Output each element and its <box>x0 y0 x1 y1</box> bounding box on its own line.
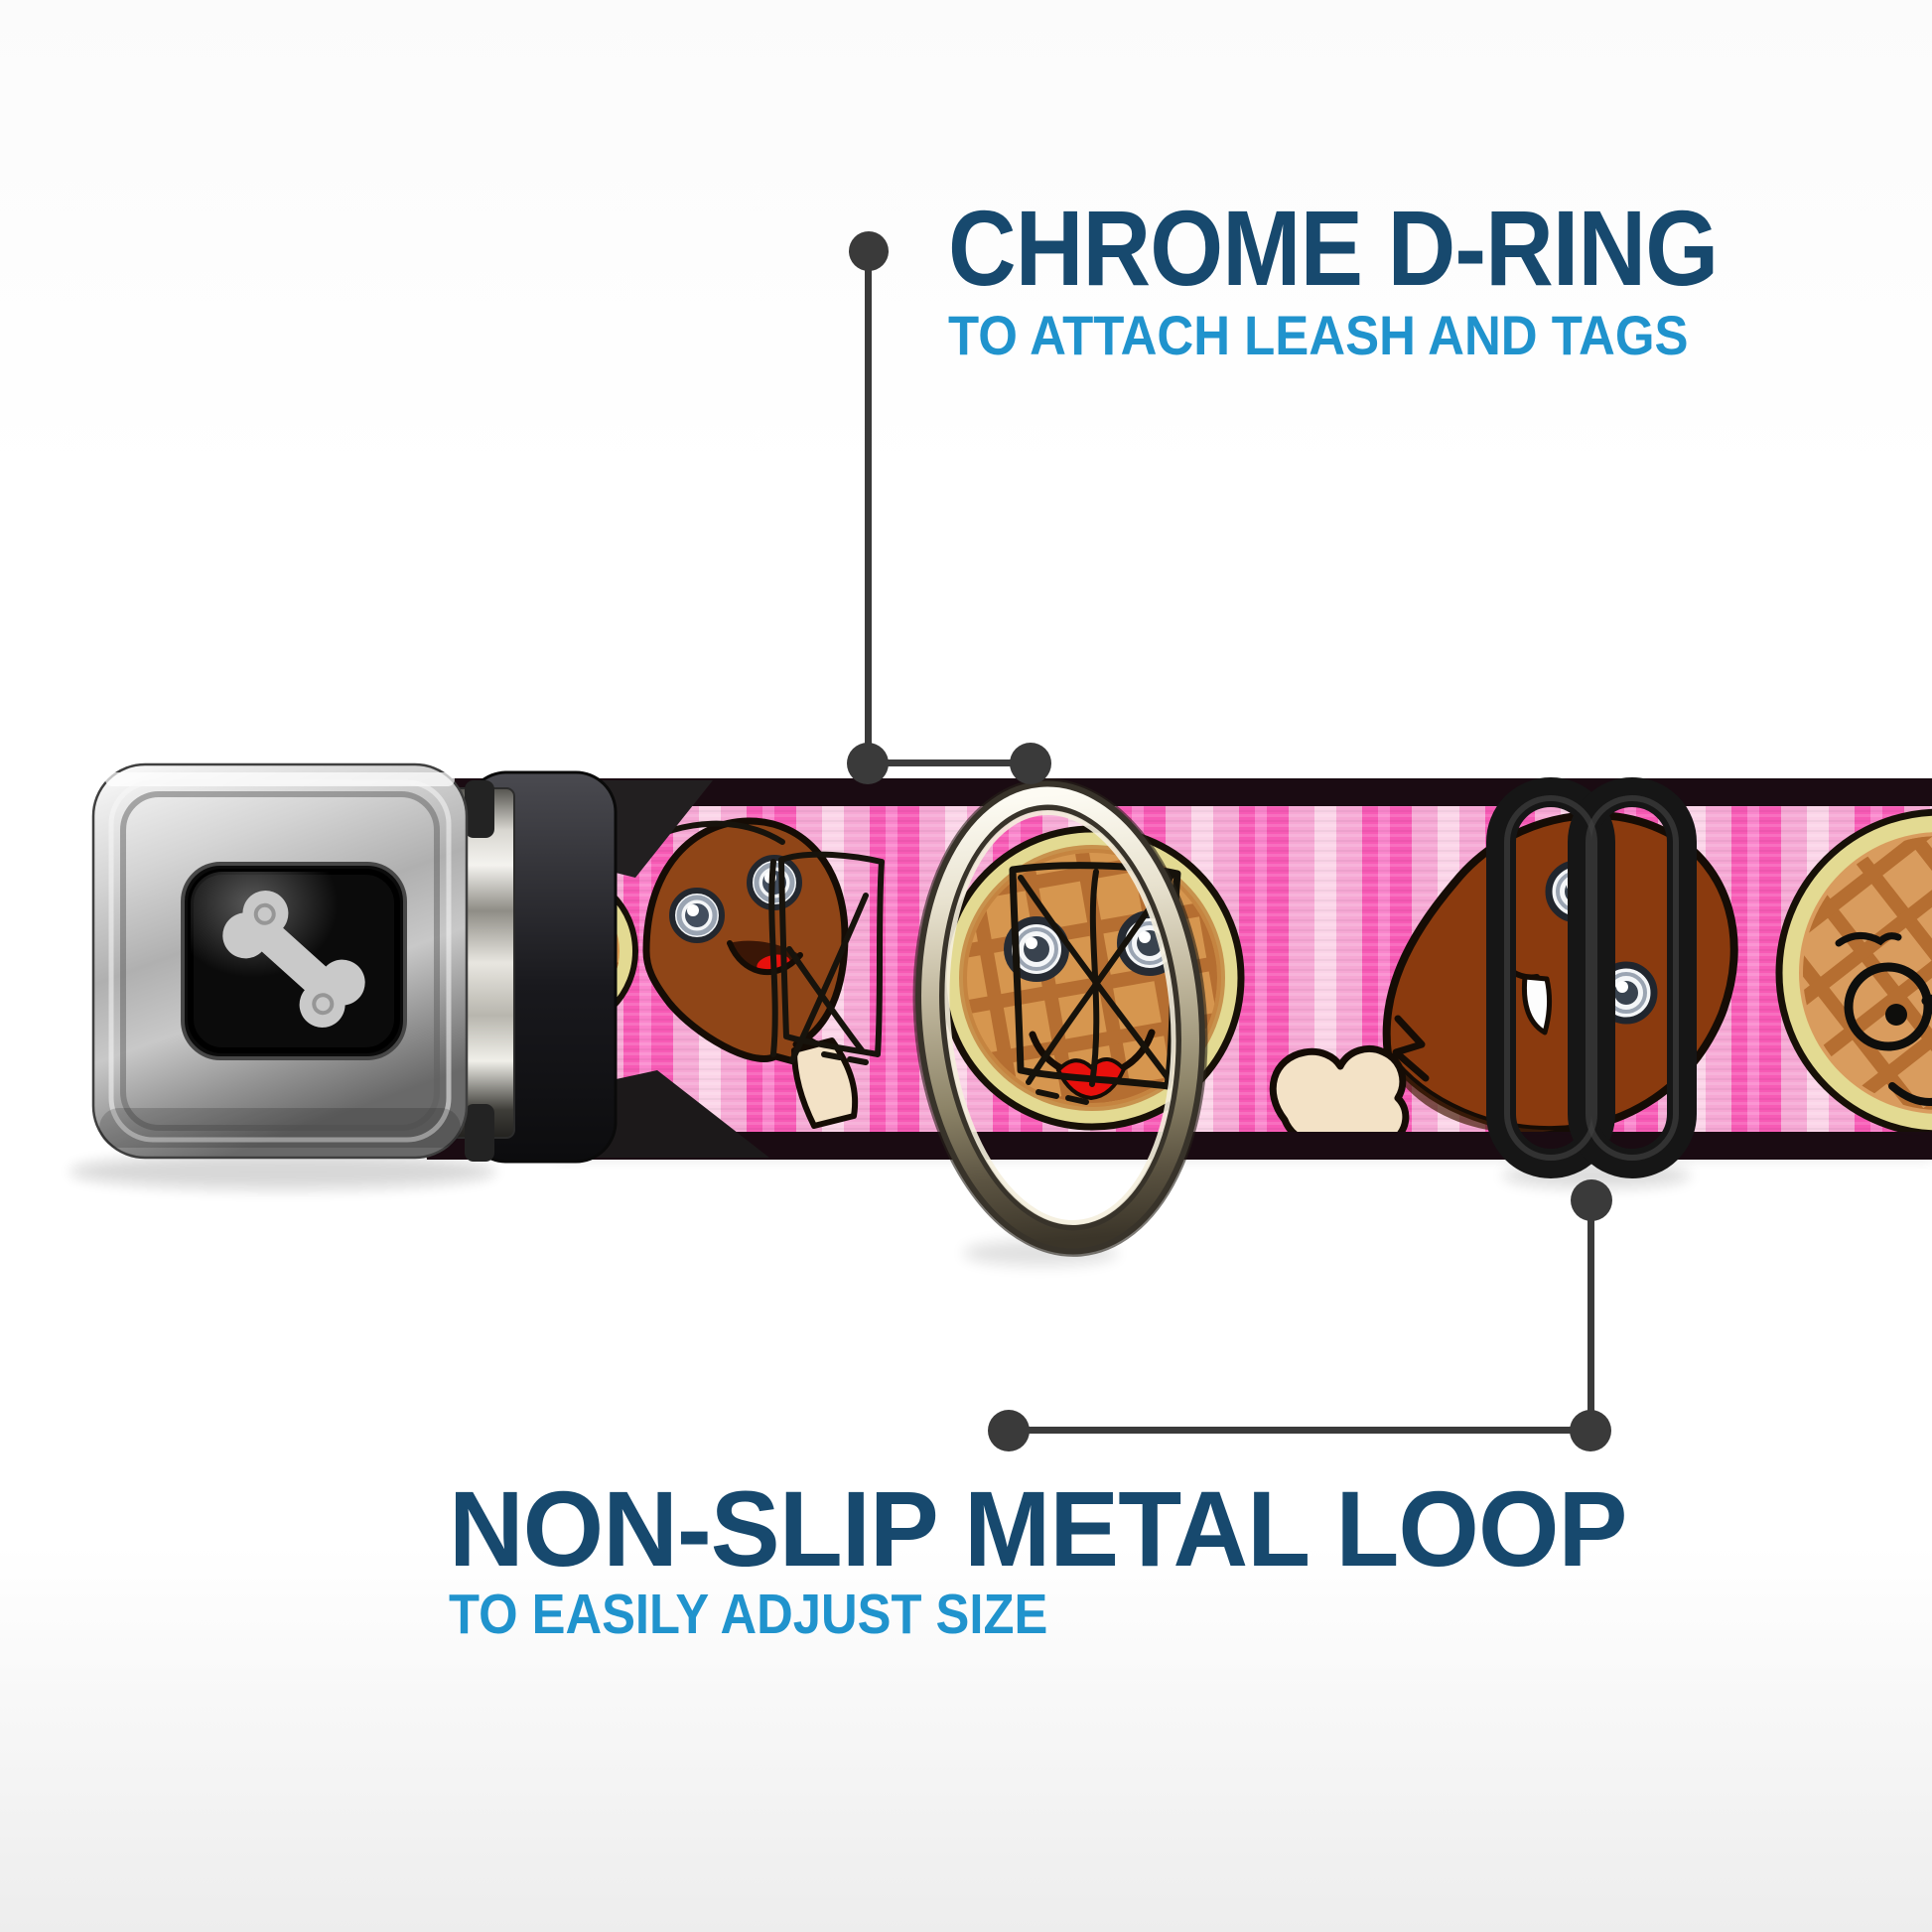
doodle-scribble-1 <box>632 820 885 1065</box>
callout-dot <box>1010 743 1051 784</box>
bone-logo-icon <box>222 891 365 1028</box>
drumstick-character-2 <box>1269 811 1738 1132</box>
drumstick-character-1 <box>632 817 885 1129</box>
waffle-2-eyebrow <box>1835 932 1902 947</box>
drumstick-bone-1 <box>791 1037 859 1129</box>
callout-line-horizontal <box>868 759 1031 766</box>
waffle-2-glasses <box>1844 962 1932 1051</box>
callout-line-horizontal <box>1009 1427 1590 1434</box>
metal-loop <box>1486 777 1697 1178</box>
callout-line-vertical <box>1587 1200 1594 1431</box>
callout-line-vertical <box>865 251 872 763</box>
drumstick-2-tooth <box>1521 974 1553 1035</box>
callout-bottom-subtitle: TO EASILY ADJUST SIZE <box>449 1583 1048 1646</box>
seatbelt-buckle <box>91 762 515 1162</box>
waffle-character-2 <box>1775 808 1932 1132</box>
callout-top-title: CHROME D-RING <box>948 188 1719 308</box>
callout-top-subtitle: TO ATTACH LEASH AND TAGS <box>948 304 1689 366</box>
callout-dot <box>988 1410 1030 1451</box>
waffle-2-smile <box>1888 1082 1932 1106</box>
drumstick-1-eye-left <box>669 888 725 943</box>
waffle-1-eye-left <box>1004 916 1069 982</box>
chrome-d-ring <box>912 778 1208 1257</box>
callout-bottom-title: NON-SLIP METAL LOOP <box>449 1468 1627 1588</box>
drumstick-bone-2 <box>1269 1045 1410 1132</box>
